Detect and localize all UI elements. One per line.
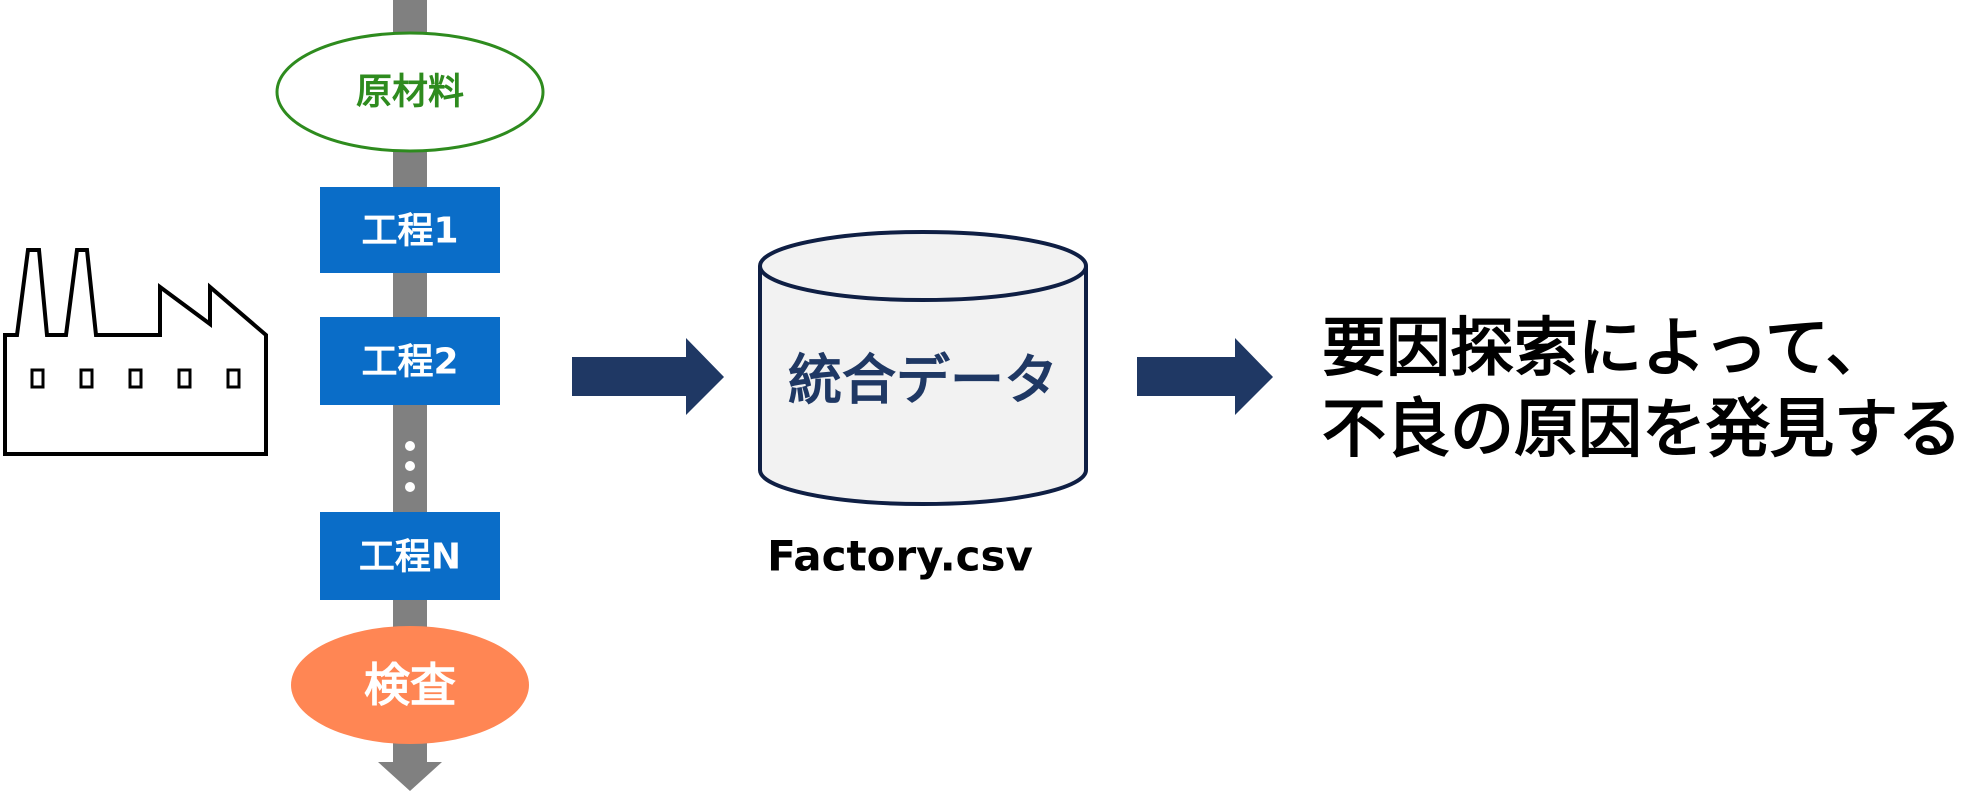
database-cylinder: 統合データ	[758, 230, 1088, 506]
database-filename: Factory.csv	[767, 532, 1033, 581]
step-label: 工程1	[361, 211, 458, 252]
process-step-1: 工程1	[320, 187, 500, 273]
database-label: 統合データ	[788, 349, 1058, 412]
factory-icon	[3, 248, 268, 456]
vertical-ellipsis-icon	[405, 441, 415, 492]
goal-line-2: 不良の原因を発見する	[1322, 393, 1962, 467]
goal-line-1: 要因探索によって、	[1322, 312, 1890, 386]
process-step-n: 工程N	[320, 512, 500, 600]
process-step-2: 工程2	[320, 317, 500, 405]
inspection-label: 検査	[364, 658, 456, 712]
right-arrow-icon	[572, 338, 724, 415]
right-arrow-icon	[1137, 338, 1273, 415]
raw-material-label: 原材料	[356, 72, 464, 113]
raw-material-node: 原材料	[275, 31, 545, 153]
step-label: 工程2	[361, 342, 458, 383]
down-arrow-icon	[378, 762, 442, 791]
goal-statement: 要因探索によって、 不良の原因を発見する	[1322, 312, 1962, 467]
step-label: 工程N	[359, 537, 461, 578]
inspection-node: 検査	[291, 626, 529, 744]
